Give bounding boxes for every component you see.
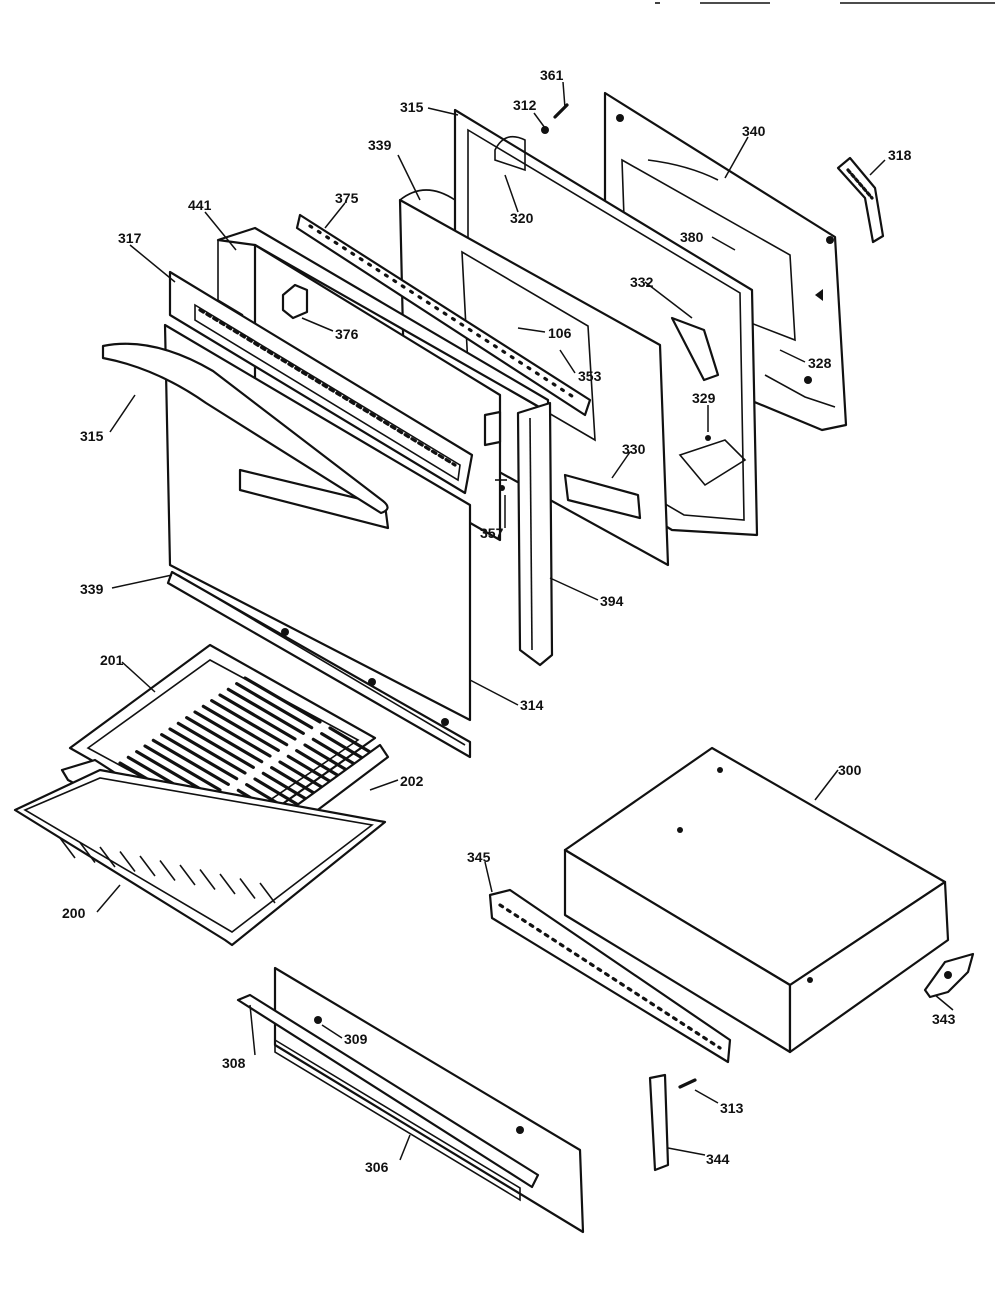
glass-seal-strip — [563, 473, 642, 520]
drawer-slide-rail — [488, 888, 732, 1064]
callout-leaders — [96, 81, 954, 1161]
callout-343: 343 — [932, 1011, 956, 1027]
callout-340: 340 — [742, 123, 766, 139]
top-trim-channel — [295, 213, 592, 417]
callout-315-handle: 315 — [80, 428, 104, 444]
drawer-roller-bracket — [923, 952, 975, 999]
callout-201: 201 — [100, 652, 124, 668]
callout-309: 309 — [344, 1031, 368, 1047]
grid-slot — [168, 727, 247, 775]
grid-slot — [185, 716, 264, 764]
callout-375: 375 — [335, 190, 359, 206]
rack-wire — [159, 860, 176, 881]
callout-313: 313 — [720, 1100, 744, 1116]
rack-wire — [119, 851, 136, 872]
callout-300: 300 — [838, 762, 862, 778]
rack-wire — [219, 873, 236, 895]
callout-345: 345 — [467, 849, 491, 865]
rack-wire — [259, 882, 276, 904]
callout-330: 330 — [622, 441, 646, 457]
callout-332: 332 — [630, 274, 654, 290]
grid-slot — [226, 687, 305, 735]
rack-wire — [99, 846, 116, 868]
callout-306: 306 — [365, 1159, 389, 1175]
callout-320: 320 — [510, 210, 534, 226]
callout-394: 394 — [600, 593, 624, 609]
storage-drawer-body — [563, 746, 950, 1054]
drawer-front-panel — [273, 966, 585, 1234]
callout-317: 317 — [118, 230, 142, 246]
oven-door-handle — [101, 342, 389, 515]
callout-314: 314 — [520, 697, 544, 713]
callout-202: 202 — [400, 773, 424, 789]
callout-353: 353 — [578, 368, 602, 384]
callout-344: 344 — [706, 1151, 730, 1167]
grid-slot — [176, 721, 255, 769]
callout-106: 106 — [548, 325, 572, 341]
grid-slot — [218, 693, 297, 741]
callout-329: 329 — [692, 390, 716, 406]
grid-slot — [235, 682, 314, 730]
callout-312: 312 — [513, 97, 537, 113]
grid-slot — [243, 676, 322, 724]
callout-labels: 361 312 315 340 318 339 320 441 375 317 … — [62, 67, 956, 1175]
handle-end-bracket — [836, 156, 885, 244]
grid-slot — [151, 738, 230, 786]
callout-441: 441 — [188, 197, 212, 213]
oven-rack — [13, 768, 387, 947]
grid-slot — [160, 733, 239, 781]
rack-wire — [199, 869, 216, 890]
callout-315-top: 315 — [400, 99, 424, 115]
callout-339-bottom: 339 — [80, 581, 104, 597]
callout-380: 380 — [680, 229, 704, 245]
callout-357: 357 — [480, 525, 504, 541]
callout-200: 200 — [62, 905, 86, 921]
callout-308: 308 — [222, 1055, 246, 1071]
grid-slot — [201, 704, 280, 752]
rack-wire — [179, 864, 196, 886]
rack-wire — [139, 855, 156, 877]
callout-328: 328 — [808, 355, 832, 371]
rack-wire — [239, 878, 256, 899]
callout-339-top: 339 — [368, 137, 392, 153]
door-bottom-trim — [166, 570, 472, 759]
grid-slot — [193, 710, 272, 758]
callout-361: 361 — [540, 67, 564, 83]
grid-slot — [143, 744, 222, 792]
drawer-glide-strip — [648, 1073, 697, 1172]
rack-wire — [79, 842, 96, 863]
rack-wire — [59, 837, 76, 859]
grid-slot — [210, 699, 289, 747]
drawer-handle — [236, 993, 540, 1202]
callout-376: 376 — [335, 326, 359, 342]
callout-318: 318 — [888, 147, 912, 163]
door-vent-trim — [168, 270, 474, 495]
door-side-trim — [495, 401, 554, 667]
